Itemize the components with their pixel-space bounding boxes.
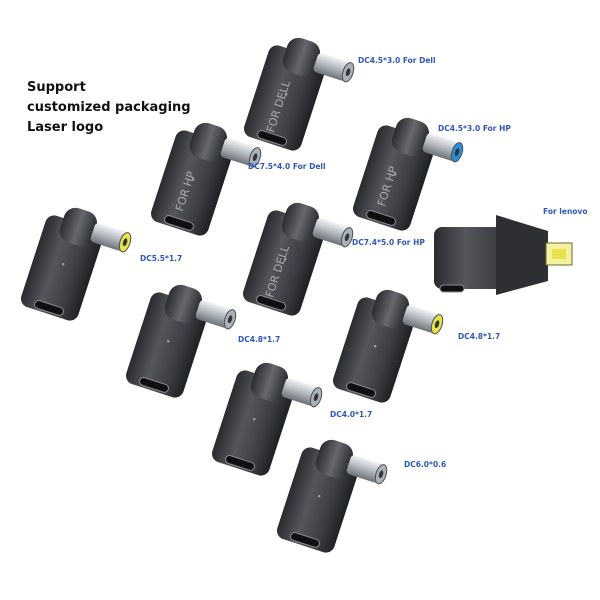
adapter-barrel [313,53,351,81]
adapter-tip-core [552,249,566,259]
adapter-3: FOR HP [352,117,464,231]
adapter-tip-pin [313,393,319,402]
adapter-label-4: DC5.5*1.7 [140,254,183,263]
adapter-7 [125,284,237,398]
usb-c-port [139,377,169,393]
led-dot [393,172,397,176]
adapter-barrel [422,133,460,161]
adapter-label-1: DC4.5*3.0 For Dell [358,56,436,65]
usb-c-port [225,455,255,471]
adapter-9 [211,362,323,476]
usb-c-port [290,532,320,548]
adapter-label-5: DC7.4*5.0 For HP [352,238,425,247]
led-dot [283,257,287,261]
usb-c-port [257,130,287,146]
usb-c-port [366,210,396,226]
adapter-tip-pin [434,320,440,329]
adapter-barrel [402,305,440,333]
usb-c-port [346,382,376,398]
adapter-elbow [282,37,321,77]
adapter-elbow [281,202,320,242]
adapter-head [496,215,548,295]
adapter-barrel [312,218,350,246]
adapter-tip-pin [344,233,350,242]
adapter-10 [276,439,388,553]
adapter-6 [434,215,573,295]
led-dot [252,417,256,421]
adapter-barrel [195,300,233,328]
adapter-elbow [315,439,354,479]
adapter-label-3: DC4.5*3.0 For HP [438,124,511,133]
adapter-barrel [90,223,128,251]
usb-c-port [256,295,286,311]
adapter-tip-pin [378,470,384,479]
adapter-label-7: DC4.8*1.7 [238,335,281,344]
led-dot [317,494,321,498]
adapter-barrel [220,138,258,166]
led-dot [373,344,377,348]
led-dot [166,339,170,343]
adapter-tip-pin [227,315,233,324]
adapter-tip-pin [345,68,351,77]
adapter-5: FOR DELL [242,202,354,316]
adapter-label-2: DC7.5*4.0 For Dell [248,162,326,171]
adapter-1: FOR DELL [243,37,355,151]
adapter-elbow [164,284,203,324]
adapter-elbow [59,207,98,247]
led-dot [191,177,195,181]
usb-c-port [439,284,465,293]
adapter-elbow [189,122,228,162]
led-dot [284,92,288,96]
usb-c-port [34,300,64,316]
adapter-barrel [346,455,384,483]
headline-text: Support customized packaging Laser logo [27,78,191,138]
adapter-barrel [281,378,319,406]
usb-c-port [164,215,194,231]
adapter-tip-pin [454,148,460,157]
adapter-tip-pin [252,153,258,162]
adapter-label-8: DC4.8*1.7 [458,332,501,341]
adapter-8 [332,289,444,403]
adapter-elbow [250,362,289,402]
adapter-label-9: DC4.0*1.7 [330,410,373,419]
headline-line-3: Laser logo [27,120,104,135]
adapter-label-6: For lenovo [543,207,588,216]
headline-line-2: customized packaging [27,100,191,115]
led-dot [61,262,65,266]
adapter-label-10: DC6.0*0.6 [404,460,447,469]
adapter-2: FOR HP [150,122,262,236]
adapter-elbow [371,289,410,329]
adapter-tip-pin [122,238,128,247]
adapter-4 [20,207,132,321]
headline-line-1: Support [27,80,86,95]
adapter-elbow [391,117,430,157]
